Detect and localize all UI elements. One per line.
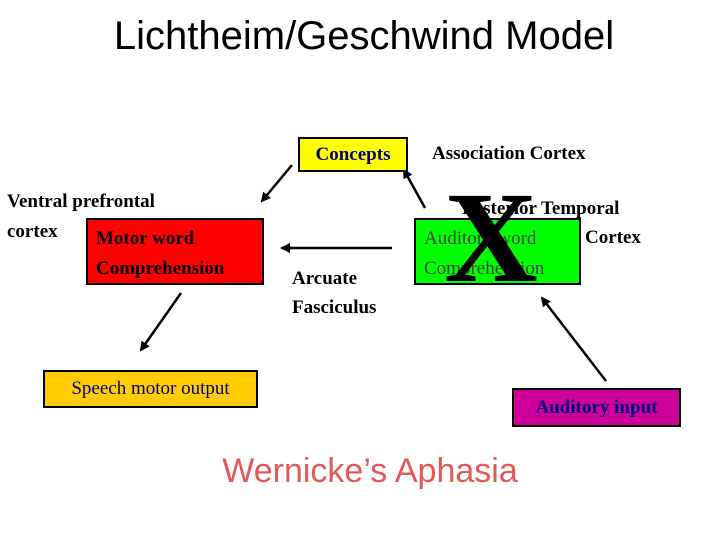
arrow-concepts-to-motor <box>260 164 293 203</box>
auditory-word-box: Auditory word Comprehension <box>414 218 581 285</box>
speech-motor-output-label: Speech motor output <box>71 378 230 399</box>
association-cortex-label: Association Cortex <box>432 143 586 164</box>
ventral-prefrontal-label-line2: cortex <box>7 221 58 242</box>
concepts-box: Concepts <box>298 137 408 172</box>
auditory-word-label-line1: Auditory word <box>424 228 537 249</box>
subtitle-aphasia-type: Wernicke’s Aphasia <box>222 452 518 490</box>
arrow-auditory-to-concepts <box>402 168 427 209</box>
ventral-prefrontal-label-line1: Ventral prefrontal <box>7 191 155 212</box>
motor-word-label-line2: Comprehension <box>96 258 225 279</box>
slide-title: Lichtheim/Geschwind Model <box>113 14 615 58</box>
motor-word-box: Motor word Comprehension <box>86 218 264 285</box>
auditory-input-label: Auditory input <box>535 397 658 418</box>
motor-word-label-line1: Motor word <box>96 228 195 249</box>
lesion-x-mark: X <box>444 166 538 310</box>
auditory-input-box: Auditory input <box>512 388 681 427</box>
posterior-temporal-label-line1: Posterior Temporal <box>462 198 620 219</box>
posterior-temporal-label-line2: Cortex <box>585 227 641 248</box>
arcuate-label-line2: Fasciculus <box>292 297 377 318</box>
concepts-label: Concepts <box>315 144 391 165</box>
arrow-auditory-input-to-auditory-word <box>540 296 607 382</box>
auditory-word-label-line2: Comprehension <box>424 258 545 279</box>
arrow-motor-to-speech-output <box>139 292 183 352</box>
speech-motor-output-box: Speech motor output <box>43 370 258 408</box>
arcuate-label-line1: Arcuate <box>292 268 358 289</box>
